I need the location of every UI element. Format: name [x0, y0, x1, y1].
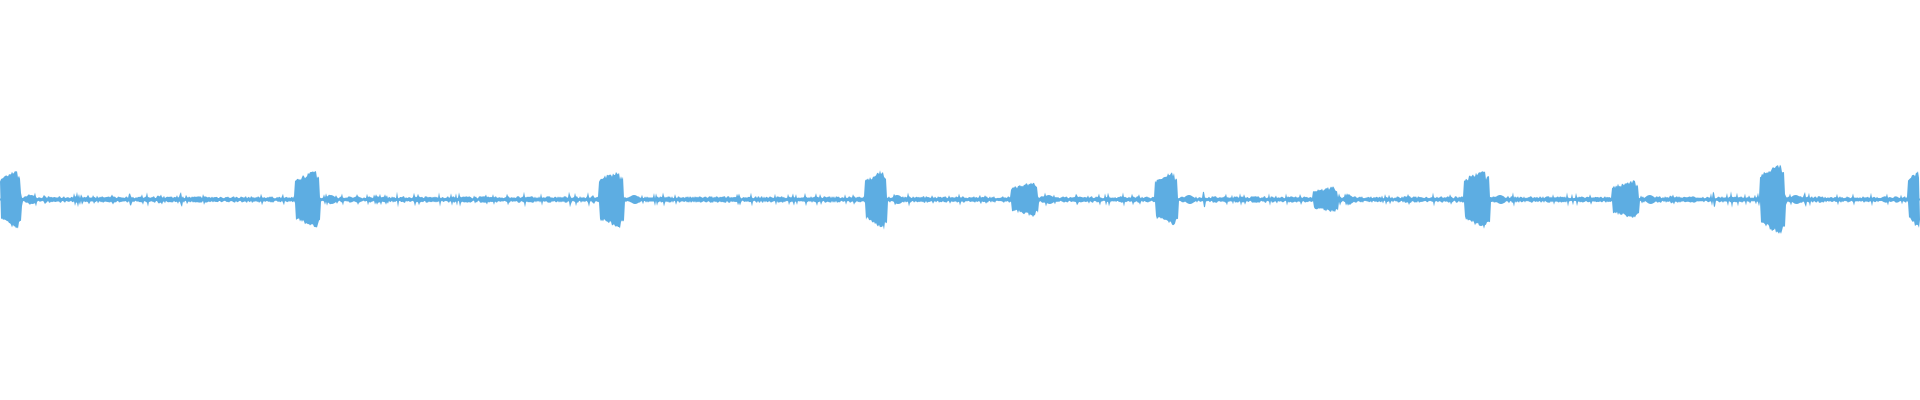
waveform — [0, 164, 1920, 234]
